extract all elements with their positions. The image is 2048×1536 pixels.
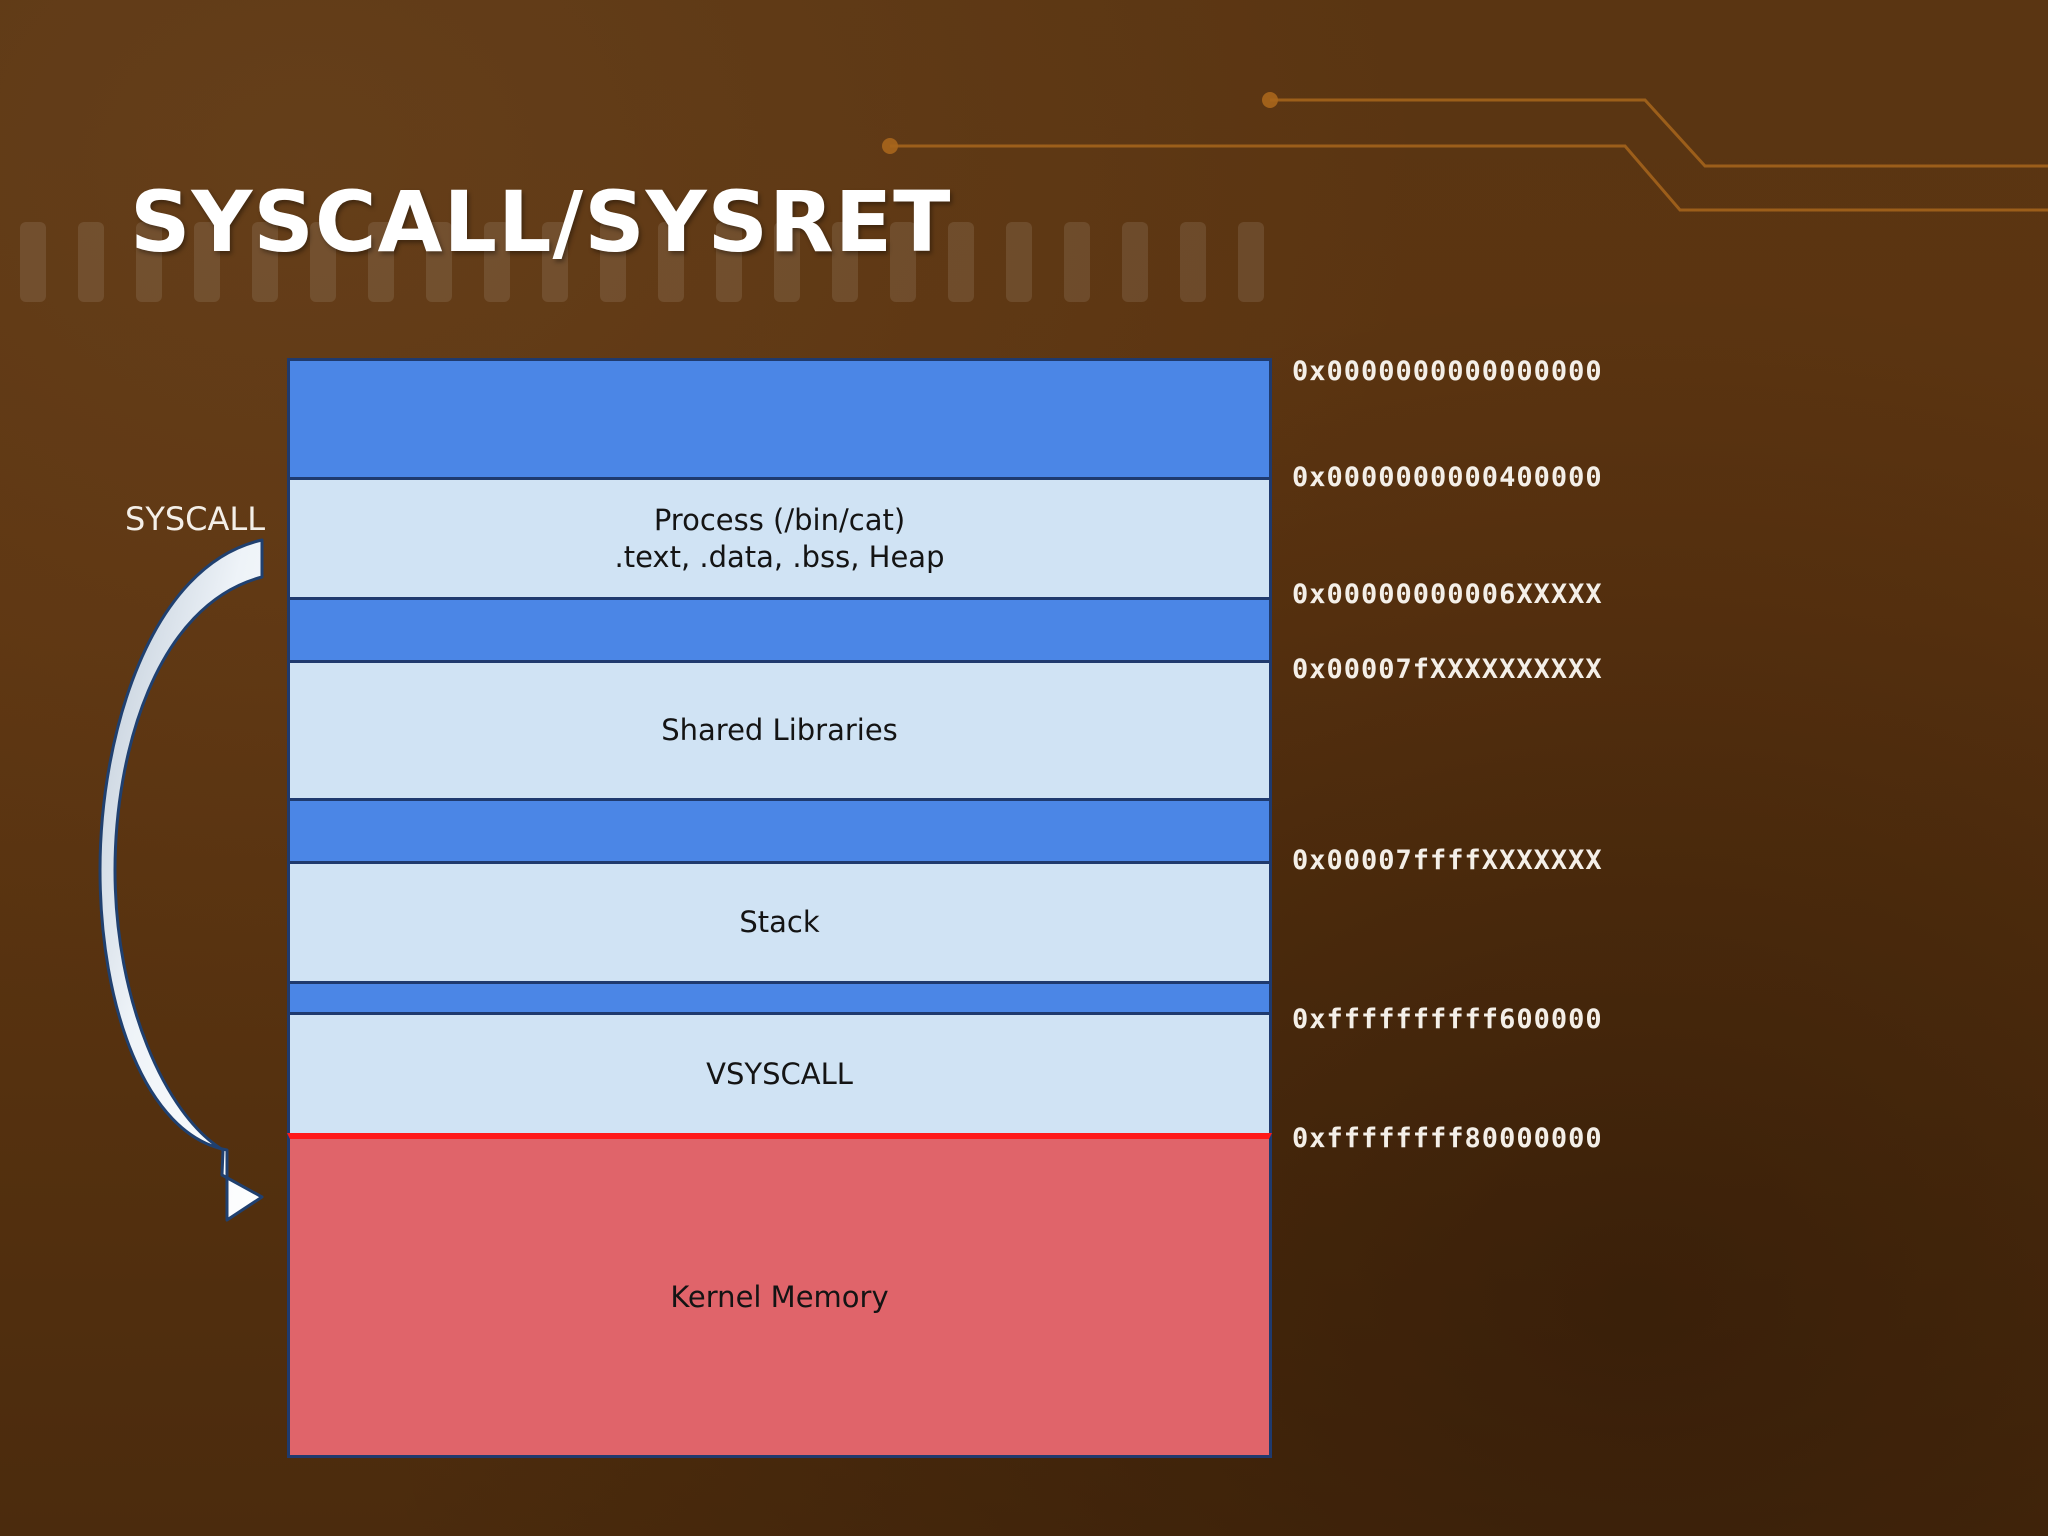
address-label: 0x0000000000400000 xyxy=(1292,462,1603,493)
process-region: Process (/bin/cat) .text, .data, .bss, H… xyxy=(287,477,1272,600)
unmapped-region-stack-gap xyxy=(287,981,1272,1015)
shared-libraries-region: Shared Libraries xyxy=(287,660,1272,801)
vsyscall-label: VSYSCALL xyxy=(706,1056,853,1091)
address-label: 0x00007ffffXXXXXXX xyxy=(1292,845,1603,876)
stack-region: Stack xyxy=(287,861,1272,984)
address-label: 0x00007fXXXXXXXXXX xyxy=(1292,654,1603,685)
kernel-memory-region: Kernel Memory xyxy=(287,1133,1272,1458)
vsyscall-region: VSYSCALL xyxy=(287,1012,1272,1136)
shared-libraries-label: Shared Libraries xyxy=(661,713,898,748)
kernel-memory-label: Kernel Memory xyxy=(670,1279,889,1314)
unmapped-region-low xyxy=(287,358,1272,480)
process-region-label: Process (/bin/cat) xyxy=(653,503,906,538)
address-label: 0x0000000000000000 xyxy=(1292,356,1603,387)
address-label: 0x00000000006XXXXX xyxy=(1292,579,1603,610)
process-region-sublabel: .text, .data, .bss, Heap xyxy=(614,539,945,574)
unmapped-region-heap-gap xyxy=(287,597,1272,663)
stack-label: Stack xyxy=(739,905,820,940)
syscall-arrow-label: SYSCALL xyxy=(125,500,266,538)
unmapped-region-lib-gap xyxy=(287,798,1272,864)
address-label: 0xffffffffff600000 xyxy=(1292,1004,1603,1035)
curved-arrow-icon xyxy=(98,538,264,1222)
address-label: 0xffffffff80000000 xyxy=(1292,1123,1603,1154)
slide-title: SYSCALL/SYSRET xyxy=(130,173,952,271)
